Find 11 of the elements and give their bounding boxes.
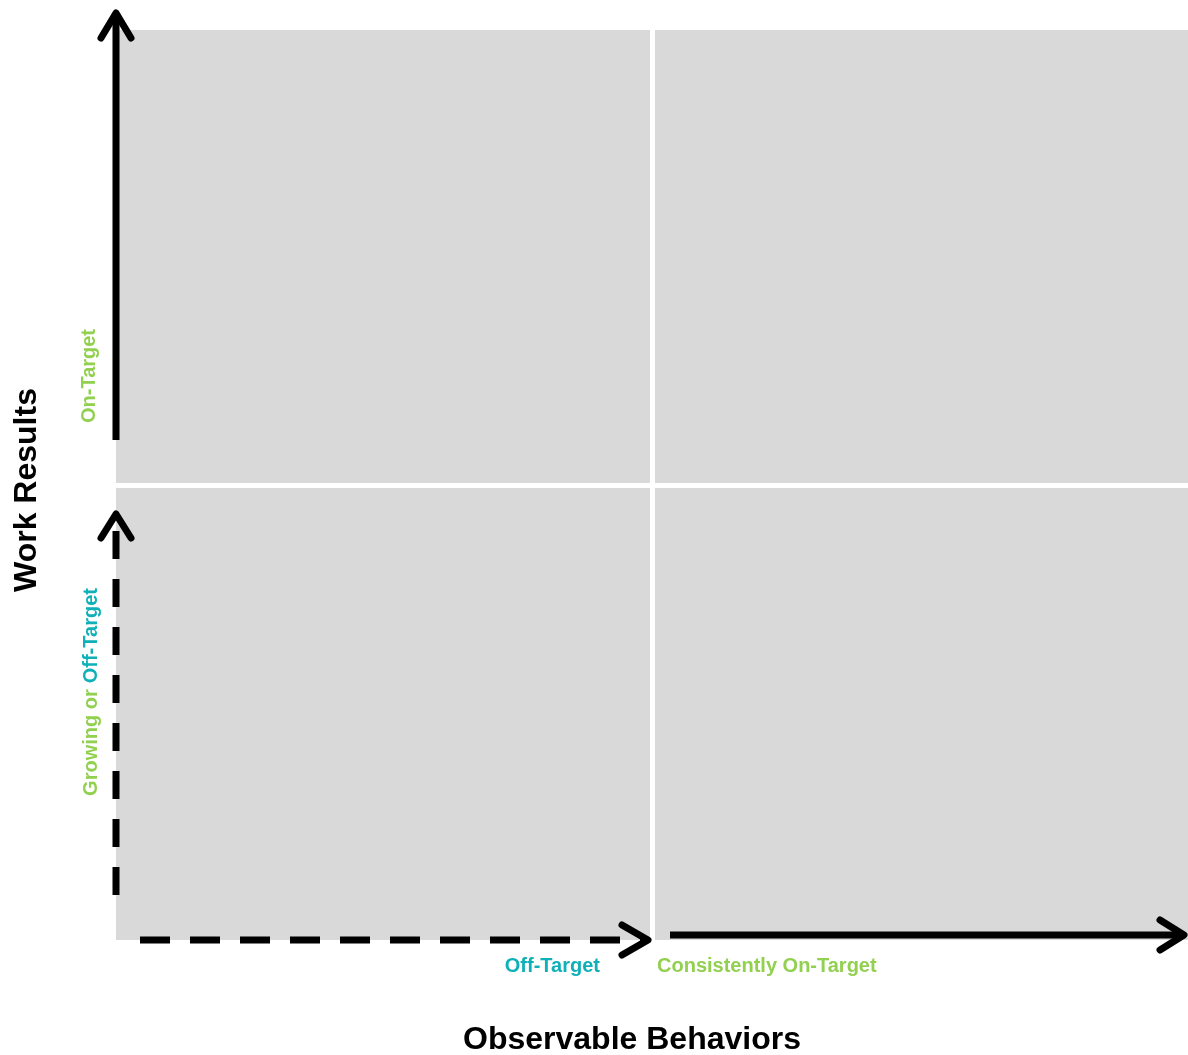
quadrant-box (116, 488, 650, 940)
axis-label: Growing or (78, 689, 102, 796)
axis-label: Off-Target (504, 953, 600, 978)
axis-title: Work Results (7, 388, 43, 592)
quadrant-box (116, 30, 650, 483)
axis-title: Observable Behaviors (463, 1019, 801, 1055)
axis-label: On-Target (77, 328, 99, 424)
axis-label: Off-Target (78, 588, 102, 684)
quadrant-box (655, 30, 1188, 483)
quadrant-box (655, 488, 1188, 940)
axis-label: Consistently On-Target (657, 953, 877, 978)
